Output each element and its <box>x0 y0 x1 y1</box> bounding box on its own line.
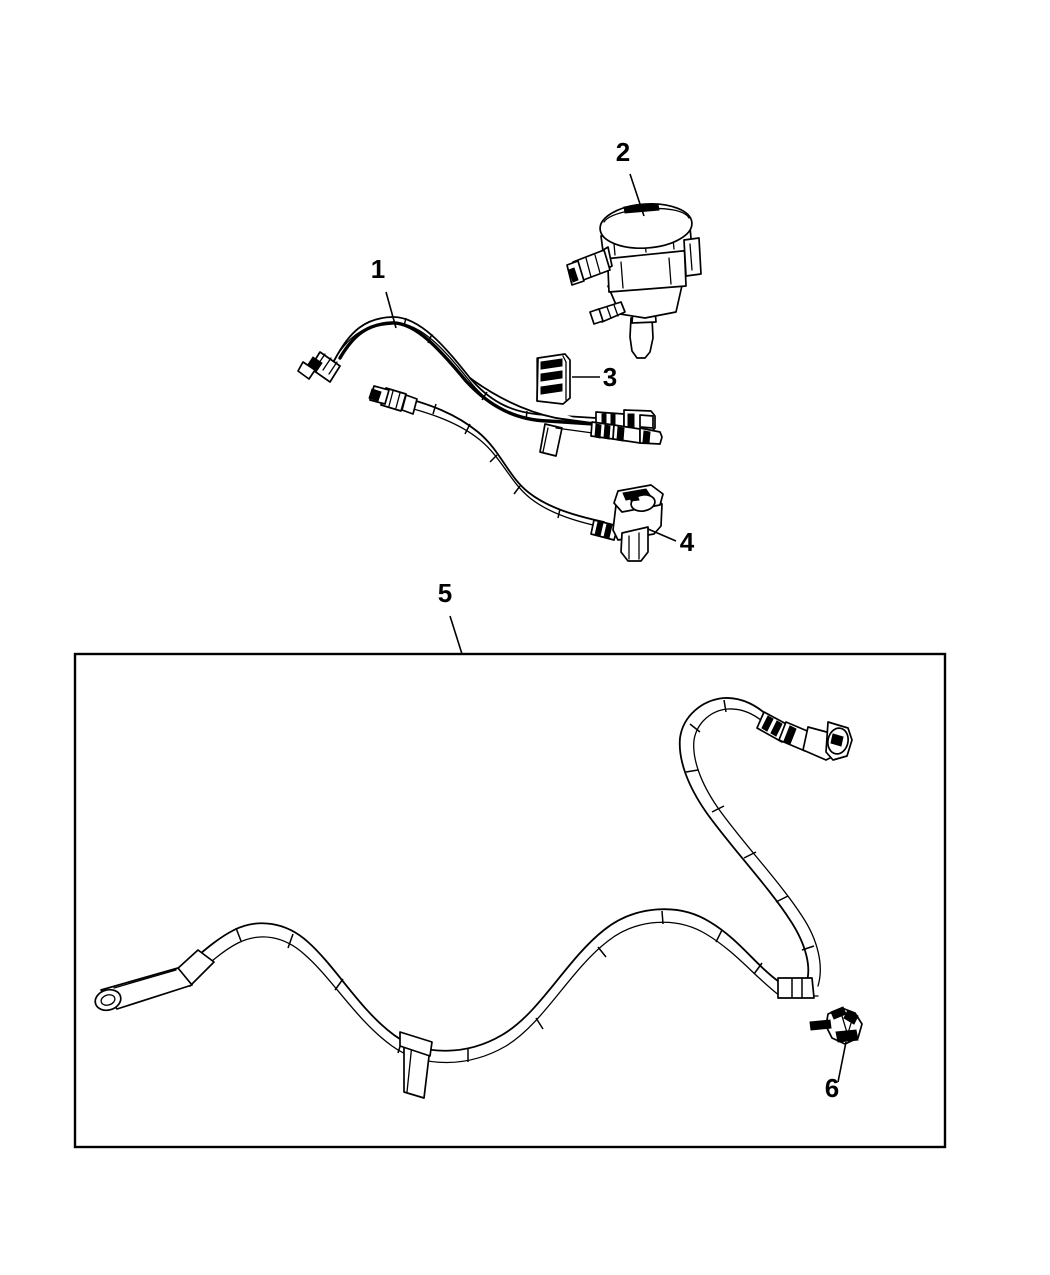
hose-assembly-group-box <box>73 652 947 1149</box>
callout-label-6: 6 <box>825 1073 839 1103</box>
leader-line-2 <box>629 173 645 217</box>
callout-label-2: 2 <box>616 137 630 167</box>
callout-label-5: 5 <box>438 578 452 608</box>
callout-leaders <box>385 173 847 1083</box>
part-purge-hose-upper[interactable] <box>297 316 656 434</box>
callout-labels: 1 2 3 4 5 6 <box>371 137 839 1103</box>
part-push-in-retainer-clip[interactable] <box>809 1006 863 1045</box>
part-purge-hose-lower[interactable] <box>368 377 663 529</box>
part-quick-connect-fitting[interactable] <box>590 484 664 562</box>
leader-line-1 <box>385 291 397 329</box>
part-boxed-vapor-hose-assembly[interactable] <box>93 697 863 1099</box>
part-vapor-canister-purge-solenoid[interactable] <box>566 201 702 359</box>
callout-label-1: 1 <box>371 254 385 284</box>
part-retaining-clip[interactable] <box>536 353 571 405</box>
leader-line-6 <box>837 1041 847 1083</box>
callout-label-3: 3 <box>603 362 617 392</box>
leader-line-4 <box>647 528 677 542</box>
callout-label-4: 4 <box>680 527 695 557</box>
leader-line-5 <box>449 615 463 655</box>
